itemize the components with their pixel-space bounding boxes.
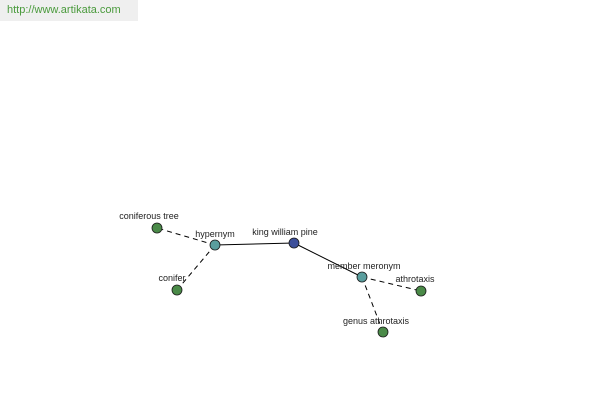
- graph-labels: king william pine hypernym member meronym c…: [119, 211, 435, 326]
- node-genus-athrotaxis[interactable]: [377, 326, 389, 338]
- node-label-genus-athrotaxis: genus athrotaxis: [343, 316, 410, 326]
- node-label-conifer: conifer: [158, 273, 185, 283]
- node-king-william-pine[interactable]: [288, 237, 300, 249]
- node-coniferous-tree[interactable]: [151, 222, 163, 234]
- node-label-coniferous-tree: coniferous tree: [119, 211, 179, 221]
- edge-hypernym-to-king-william-pine: [214, 242, 295, 246]
- node-label-king-william-pine: king william pine: [252, 227, 318, 237]
- node-conifer[interactable]: [171, 284, 183, 296]
- graph-edges: [156, 227, 422, 333]
- node-label-hypernym: hypernym: [195, 229, 235, 239]
- edge-hypernym-to-conifer: [176, 244, 216, 291]
- node-label-member-meronym: member meronym: [327, 261, 400, 271]
- node-hypernym[interactable]: [209, 239, 221, 251]
- node-athrotaxis[interactable]: [415, 285, 427, 297]
- graph-nodes: [151, 222, 427, 338]
- edge-hypernym-to-coniferous-tree: [156, 227, 216, 246]
- edge-king-william-pine-to-member-meronym: [293, 242, 363, 278]
- edge-member-meronym-to-athrotaxis: [361, 276, 422, 292]
- node-label-athrotaxis: athrotaxis: [395, 274, 435, 284]
- node-member-meronym[interactable]: [356, 271, 368, 283]
- edge-member-meronym-to-genus-athrotaxis: [361, 276, 384, 333]
- watermark-url: http://www.artikata.com: [0, 0, 138, 21]
